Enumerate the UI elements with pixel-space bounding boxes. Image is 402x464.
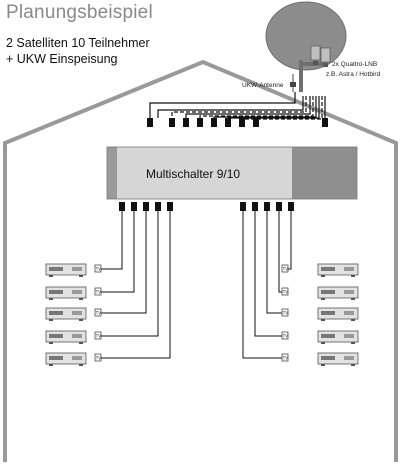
multiswitch-outputs — [119, 202, 294, 211]
satellite-receiver-icon — [45, 286, 87, 300]
house-outline — [2, 59, 398, 462]
svg-text:TV: TV — [95, 310, 101, 315]
svg-text:TV: TV — [95, 333, 101, 338]
satellite-dish-icon — [265, 1, 347, 92]
ukw-antenna-icon — [290, 74, 296, 92]
multiswitch-label: Multischalter 9/10 — [146, 167, 240, 181]
svg-text:TV: TV — [282, 355, 288, 360]
tv-outlet-icon: TV — [281, 287, 289, 296]
receiver-row-left-3: TV — [45, 307, 102, 321]
satellite-receiver-icon — [45, 307, 87, 321]
tv-outlet-icon: TV — [94, 331, 102, 340]
receiver-row-right-1: TV — [281, 263, 359, 277]
satellite-receiver-icon — [317, 330, 359, 344]
receiver-row-left-4: TV — [45, 330, 102, 344]
tv-outlet-icon: TV — [281, 331, 289, 340]
svg-text:TV: TV — [95, 266, 101, 271]
receiver-row-left-2: TV — [45, 286, 102, 300]
satellite-receiver-icon — [317, 307, 359, 321]
svg-text:TV: TV — [95, 355, 101, 360]
page-title: Planungsbeispiel — [6, 2, 153, 23]
receiver-row-left-1: TV — [45, 263, 102, 277]
receiver-row-right-5: TV — [281, 352, 359, 366]
svg-text:TV: TV — [282, 289, 288, 294]
ukw-label: UKW-Antenne — [242, 82, 284, 89]
tv-outlet-icon: TV — [94, 264, 102, 273]
svg-text:TV: TV — [282, 333, 288, 338]
tv-outlet-icon: TV — [281, 264, 289, 273]
receiver-row-right-4: TV — [281, 330, 359, 344]
satellite-receiver-icon — [317, 263, 359, 277]
tv-outlet-icon: TV — [281, 308, 289, 317]
tv-outlet-icon: TV — [94, 287, 102, 296]
satellite-receiver-icon — [317, 352, 359, 366]
receiver-row-right-3: TV — [281, 307, 359, 321]
output-cables — [100, 211, 292, 359]
tv-outlet-icon: TV — [94, 353, 102, 362]
tv-outlet-icon: TV — [281, 353, 289, 362]
satellite-receiver-icon — [45, 263, 87, 277]
multiswitch — [106, 146, 358, 200]
receiver-row-right-2: TV — [281, 286, 359, 300]
receiver-row-left-5: TV — [45, 352, 102, 366]
tv-outlet-icon: TV — [94, 308, 102, 317]
satellite-receiver-icon — [317, 286, 359, 300]
svg-text:TV: TV — [282, 266, 288, 271]
multiswitch-inputs — [147, 118, 328, 127]
subtitle-line-2: + UKW Einspeisung — [6, 52, 118, 66]
subtitle-line-1: 2 Satelliten 10 Teilnehmer — [6, 36, 150, 50]
input-cables — [149, 92, 326, 127]
lnb-label-line1: 2x Quattro-LNB — [332, 61, 377, 68]
lnb-label-line2: z.B. Astra / Hotbird — [326, 71, 381, 78]
satellite-receiver-icon — [45, 352, 87, 366]
satellite-receiver-icon — [45, 330, 87, 344]
svg-text:TV: TV — [282, 310, 288, 315]
svg-text:TV: TV — [95, 289, 101, 294]
